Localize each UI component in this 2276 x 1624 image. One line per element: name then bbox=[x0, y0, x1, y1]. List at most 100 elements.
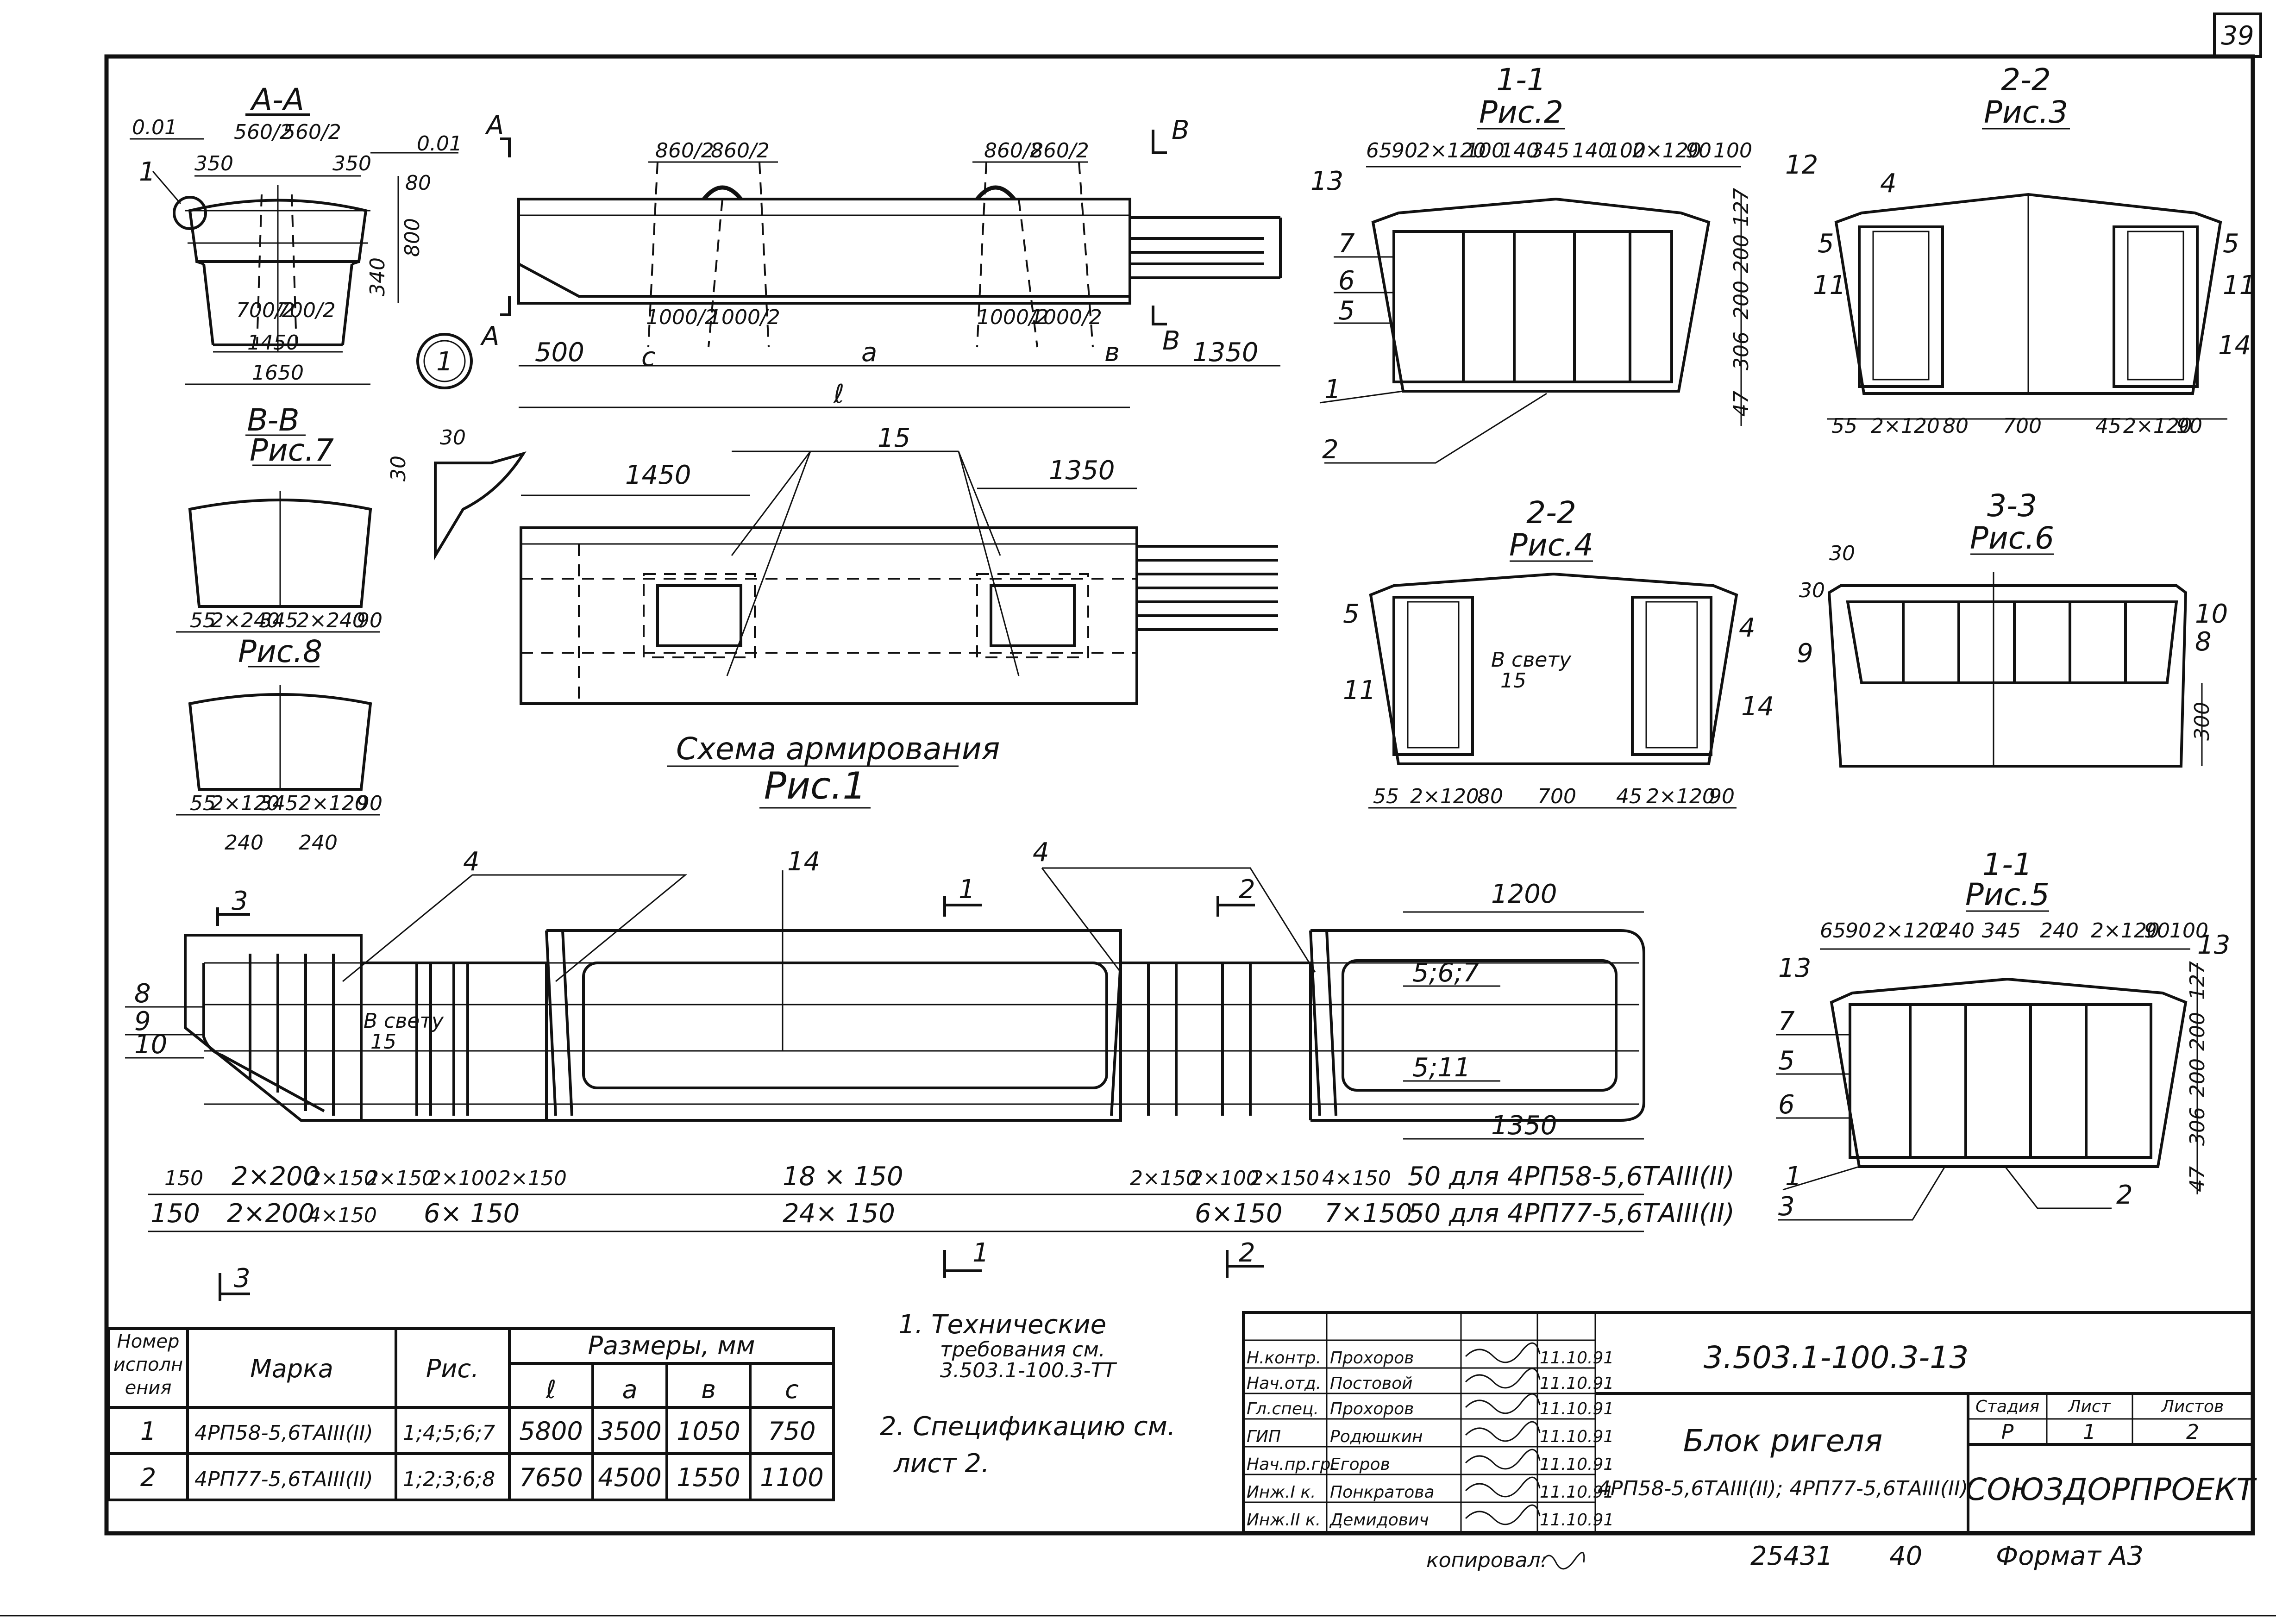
svg-text:14: 14 bbox=[2218, 331, 2251, 361]
svg-text:7: 7 bbox=[1338, 229, 1355, 259]
svg-text:700/2: 700/2 bbox=[277, 299, 336, 322]
svg-text:80: 80 bbox=[1477, 785, 1503, 808]
svg-text:5;11: 5;11 bbox=[1412, 1053, 1471, 1083]
svg-text:2×120: 2×120 bbox=[1871, 414, 1940, 438]
svg-text:Прохоров: Прохоров bbox=[1330, 1349, 1414, 1368]
signatures bbox=[1465, 1342, 1541, 1525]
table-header-mark: Марка bbox=[250, 1354, 333, 1383]
svg-text:3: 3 bbox=[234, 1263, 251, 1293]
svg-text:В свету: В свету bbox=[1491, 648, 1572, 672]
svg-text:Рис.4: Рис.4 bbox=[1509, 527, 1593, 563]
section-11-fig5: 1-1 Рис.5 65 90 2×120 240 345 240 2×120 … bbox=[1776, 847, 2230, 1222]
svg-text:80: 80 bbox=[405, 171, 431, 195]
svg-text:Листов: Листов bbox=[2161, 1397, 2224, 1416]
svg-text:1: 1 bbox=[2083, 1420, 2096, 1444]
svg-text:5: 5 bbox=[1818, 229, 1834, 259]
svg-text:B: B bbox=[1172, 115, 1189, 145]
svg-text:2×200: 2×200 bbox=[227, 1199, 314, 1229]
svg-text:350: 350 bbox=[332, 152, 371, 175]
svg-text:2: 2 bbox=[1239, 874, 1255, 905]
svg-text:a: a bbox=[861, 337, 877, 368]
svg-text:13: 13 bbox=[2197, 930, 2230, 960]
svg-text:2×120: 2×120 bbox=[1873, 919, 1942, 943]
long-row1-dims: 150 2×200 2×150 2×150 2×100 2×150 18 × 1… bbox=[164, 1162, 1735, 1192]
table-row: 1 4РП58-5,6ТАIII(II) 1;4;5;6;7 5800 3500… bbox=[140, 1417, 816, 1446]
svg-text:55: 55 bbox=[190, 792, 216, 815]
svg-text:1: 1 bbox=[959, 874, 975, 905]
svg-text:2-2: 2-2 bbox=[2001, 62, 2051, 98]
svg-text:1;4;5;6;7: 1;4;5;6;7 bbox=[403, 1421, 495, 1445]
svg-text:11.10.91: 11.10.91 bbox=[1540, 1483, 1614, 1502]
svg-text:6: 6 bbox=[1778, 1090, 1795, 1120]
svg-text:11.10.91: 11.10.91 bbox=[1540, 1427, 1614, 1446]
svg-text:4: 4 bbox=[1739, 613, 1756, 643]
svg-text:200: 200 bbox=[2186, 1058, 2209, 1097]
svg-text:Рис.5: Рис.5 bbox=[1965, 877, 2050, 912]
svg-text:2×100: 2×100 bbox=[1190, 1167, 1259, 1190]
svg-text:47: 47 bbox=[1730, 391, 1753, 417]
svg-text:ℓ: ℓ bbox=[833, 379, 844, 409]
svg-text:47: 47 bbox=[2186, 1166, 2209, 1192]
svg-text:345: 345 bbox=[259, 792, 298, 815]
organization-name: СОЮЗДОРПРОЕКТ bbox=[1965, 1472, 2257, 1507]
svg-text:ℓ: ℓ bbox=[545, 1375, 556, 1404]
scheme-fig: Рис.1 bbox=[764, 764, 866, 807]
section-22-fig4: 2-2 Рис.4 5 11 4 14 В свету 15 55 2×120 … bbox=[1343, 495, 1774, 809]
svg-text:140: 140 bbox=[1500, 139, 1539, 162]
svg-text:2: 2 bbox=[1239, 1238, 1255, 1268]
svg-text:Лист: Лист bbox=[2067, 1397, 2111, 1416]
svg-text:3.503.1-100.3-ТТ: 3.503.1-100.3-ТТ bbox=[940, 1359, 1117, 1382]
svg-text:2×100: 2×100 bbox=[428, 1167, 497, 1190]
svg-text:18 × 150: 18 × 150 bbox=[783, 1162, 903, 1192]
svg-text:5: 5 bbox=[1338, 296, 1355, 326]
svg-text:200: 200 bbox=[1730, 281, 1753, 319]
svg-text:1. Технические: 1. Технические bbox=[898, 1310, 1106, 1340]
svg-text:700/2: 700/2 bbox=[236, 299, 295, 322]
svg-text:В свету: В свету bbox=[364, 1009, 444, 1033]
svg-text:4РП77-5,6ТАIII(II): 4РП77-5,6ТАIII(II) bbox=[194, 1468, 373, 1491]
svg-text:ГИП: ГИП bbox=[1247, 1427, 1281, 1446]
svg-text:Рис.8: Рис.8 bbox=[238, 634, 322, 669]
svg-text:800: 800 bbox=[401, 218, 424, 257]
svg-text:700: 700 bbox=[1537, 785, 1576, 808]
svg-text:90: 90 bbox=[1686, 139, 1712, 162]
svg-text:2. Спецификацию см.: 2. Спецификацию см. bbox=[880, 1412, 1176, 1442]
svg-text:2×120: 2×120 bbox=[1646, 785, 1715, 808]
svg-text:100: 100 bbox=[1466, 139, 1505, 162]
svg-text:127: 127 bbox=[2186, 961, 2209, 1000]
footer: копировал: 25431 40 Формат А3 bbox=[1426, 1541, 2144, 1572]
svg-text:55: 55 bbox=[1831, 414, 1857, 438]
svg-text:11: 11 bbox=[1343, 675, 1376, 706]
svg-text:50 для 4РП58-5,6ТАIII(II): 50 для 4РП58-5,6ТАIII(II) bbox=[1408, 1162, 1735, 1192]
svg-text:Родюшкин: Родюшкин bbox=[1330, 1427, 1423, 1446]
svg-text:в: в bbox=[1104, 337, 1120, 368]
svg-text:2×150: 2×150 bbox=[498, 1167, 567, 1190]
svg-text:6: 6 bbox=[1338, 266, 1355, 296]
svg-text:Н.контр.: Н.контр. bbox=[1247, 1349, 1321, 1368]
svg-text:Постовой: Постовой bbox=[1330, 1374, 1413, 1393]
svg-text:Рис.2: Рис.2 bbox=[1479, 94, 1563, 130]
svg-text:7×150: 7×150 bbox=[1324, 1199, 1412, 1229]
svg-text:3500: 3500 bbox=[598, 1417, 661, 1446]
svg-text:80: 80 bbox=[1943, 414, 1969, 438]
svg-text:2×200: 2×200 bbox=[232, 1162, 319, 1192]
svg-text:5: 5 bbox=[1343, 599, 1360, 629]
section-11-fig2: 1-1 Рис.2 65 90 2×120 100 140 345 140 10… bbox=[1310, 62, 1818, 465]
svg-text:1-1: 1-1 bbox=[1496, 62, 1546, 98]
svg-text:требования см.: требования см. bbox=[940, 1338, 1105, 1362]
svg-text:55: 55 bbox=[190, 609, 216, 632]
svg-text:в: в bbox=[701, 1375, 716, 1404]
table-header-dims: Размеры, мм bbox=[588, 1331, 755, 1360]
svg-text:10: 10 bbox=[2195, 599, 2228, 629]
svg-text:1000/2: 1000/2 bbox=[709, 306, 780, 329]
svg-text:2×240: 2×240 bbox=[211, 609, 280, 632]
svg-text:2: 2 bbox=[2186, 1420, 2199, 1444]
svg-text:2×120: 2×120 bbox=[1632, 139, 1701, 162]
svg-text:1350: 1350 bbox=[1049, 456, 1115, 486]
svg-text:4×150: 4×150 bbox=[1322, 1167, 1391, 1190]
svg-text:1000/2: 1000/2 bbox=[646, 306, 718, 329]
svg-text:Прохоров: Прохоров bbox=[1330, 1399, 1414, 1418]
svg-text:11.10.91: 11.10.91 bbox=[1540, 1511, 1614, 1530]
document-title: Блок ригеля bbox=[1683, 1423, 1883, 1459]
svg-text:Инж.I к.: Инж.I к. bbox=[1247, 1483, 1316, 1502]
